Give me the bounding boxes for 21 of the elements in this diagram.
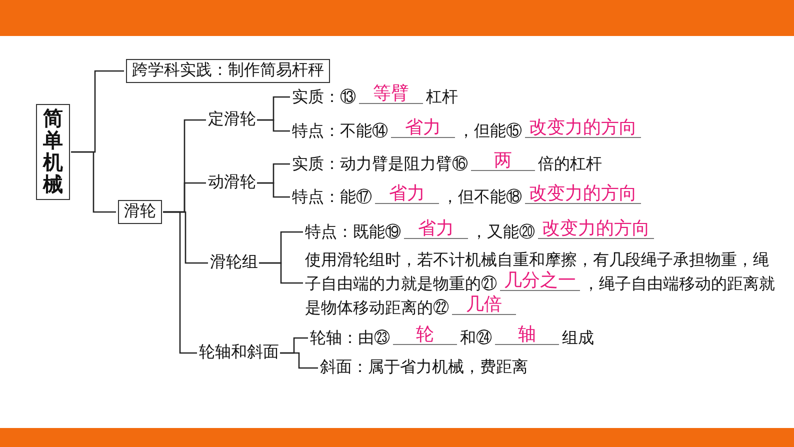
connector-line <box>163 211 197 354</box>
connector-line <box>257 119 290 132</box>
connector-line <box>257 182 290 198</box>
branch-text: 斜面：属于省力机械，费距离 <box>320 357 528 379</box>
topic-box: 简单机械 <box>36 104 70 200</box>
connector-line <box>280 352 318 369</box>
connector-line <box>71 151 116 213</box>
note-paragraph: 使用滑轮组时，若不计机械自重和摩擦，有几段绳子承担物重，绳子自由端的力就是物重的㉑ 几分之一 ，绳子自由端移动的距离就是物体移动距离的㉒ 几倍 <box>305 250 775 320</box>
branch-text: 滑轮组 <box>210 252 258 274</box>
branch-text: 轮轴和斜面 <box>199 342 279 364</box>
branch-text: 特点：能⑰ 省力 ，但不能⑱ 改变力的方向 <box>292 185 644 209</box>
branch-text: 实质：⑬ 等臂 杠杆 <box>292 85 458 109</box>
topic-box: 跨学科实践：制作简易杆秤 <box>126 59 330 83</box>
branch-text: 轮轴：由㉓ 轮 和㉔ 轴 组成 <box>310 326 594 350</box>
branch-text: 实质：动力臂是阻力臂⑯ 两 倍的杠杆 <box>292 152 602 176</box>
branch-text: 特点：不能⑭ 省力 ，但能⑮ 改变力的方向 <box>292 119 644 143</box>
branch-text: 定滑轮 <box>208 109 256 131</box>
branch-text: 动滑轮 <box>208 172 256 194</box>
topic-box: 滑轮 <box>118 200 162 224</box>
connector-line <box>259 262 303 284</box>
branch-text: 特点：既能⑲ 省力 ，又能⑳ 改变力的方向 <box>305 220 657 244</box>
